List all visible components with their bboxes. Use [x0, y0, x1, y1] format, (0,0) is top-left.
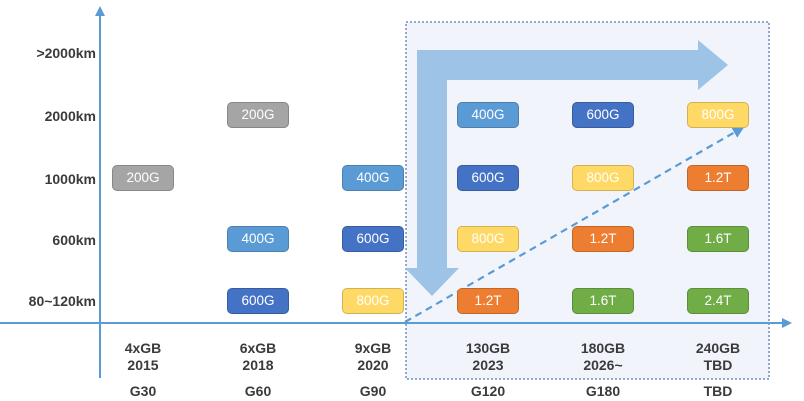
capacity-label: 9xGB	[354, 340, 392, 356]
year-label: 2026~	[583, 357, 623, 373]
chip-g180-2000km: 600G	[572, 102, 634, 128]
chip-tbd-2000km: 800G	[687, 102, 749, 128]
gen-label-col2: G90	[359, 383, 387, 399]
chip-g120-600km: 800G	[457, 226, 519, 252]
capacity-label: 180GB	[580, 340, 626, 356]
year-label: 2018	[242, 357, 274, 373]
chip-g90-1000km: 400G	[342, 165, 404, 191]
chip-tbd-600km: 1.6T	[687, 226, 749, 252]
y-label-1000km: 1000km	[44, 171, 96, 187]
chip-g30-1000km: 200G	[112, 165, 174, 191]
x-label-col2: 9xGB 2020	[318, 340, 428, 374]
chip-g90-80-120km: 800G	[342, 288, 404, 314]
capacity-label: 4xGB	[124, 340, 162, 356]
chip-g60-600km: 400G	[227, 226, 289, 252]
gen-label-col3: G120	[470, 383, 506, 399]
x-label-col1: 6xGB 2018	[203, 340, 313, 374]
chip-g180-80-120km: 1.6T	[572, 288, 634, 314]
year-label: 2023	[472, 357, 504, 373]
chip-g60-80-120km: 600G	[227, 288, 289, 314]
year-label: 2020	[357, 357, 389, 373]
gen-label-col0: G30	[129, 383, 157, 399]
highlight-region	[405, 21, 770, 380]
chip-g60-2000km: 200G	[227, 102, 289, 128]
chip-g120-80-120km: 1.2T	[457, 288, 519, 314]
y-label-gt2000km: >2000km	[36, 45, 96, 61]
x-label-col3: 130GB 2023	[433, 340, 543, 374]
x-label-col5: 240GB TBD	[663, 340, 773, 374]
chip-tbd-1000km: 1.2T	[687, 165, 749, 191]
x-label-col4: 180GB 2026~	[548, 340, 658, 374]
gen-label-col4: G180	[585, 383, 621, 399]
chip-tbd-80-120km: 2.4T	[687, 288, 749, 314]
year-label: TBD	[703, 357, 733, 373]
gen-label-col5: TBD	[703, 383, 733, 399]
y-label-80-120km: 80~120km	[28, 293, 96, 309]
y-label-600km: 600km	[52, 232, 96, 248]
chip-g180-1000km: 800G	[572, 165, 634, 191]
y-label-2000km: 2000km	[44, 108, 96, 124]
capacity-label: 6xGB	[239, 340, 277, 356]
chip-g90-600km: 600G	[342, 226, 404, 252]
gen-label-col1: G60	[244, 383, 272, 399]
x-label-col0: 4xGB 2015	[88, 340, 198, 374]
chip-g120-2000km: 400G	[457, 102, 519, 128]
big-l-arrow	[405, 40, 728, 296]
chip-g180-600km: 1.2T	[572, 226, 634, 252]
chip-g120-1000km: 600G	[457, 165, 519, 191]
year-label: 2015	[127, 357, 159, 373]
capacity-label: 240GB	[695, 340, 741, 356]
capacity-label: 130GB	[465, 340, 511, 356]
